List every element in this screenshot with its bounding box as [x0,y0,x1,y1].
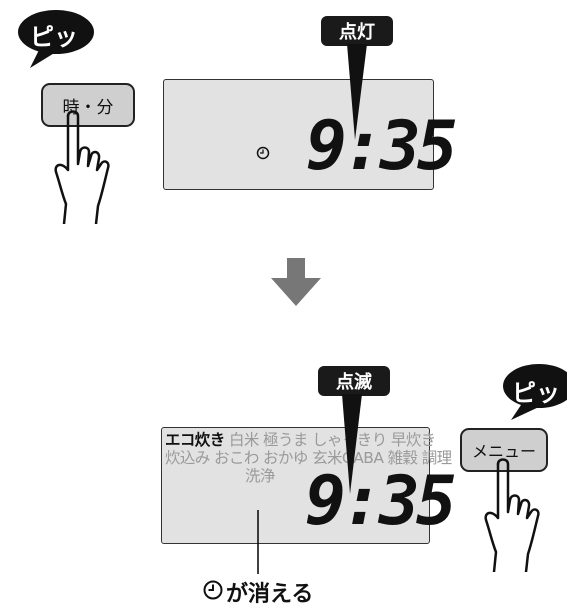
time-display-2: 9:35 [305,462,457,541]
down-arrow-icon [271,258,321,306]
pressing-hand-icon-2 [484,458,540,572]
lcd-display-2 [161,427,430,544]
status-tag-lit-text: 点灯 [339,22,375,43]
beep-bubble-1 [18,10,94,68]
tag-pointer-2 [342,394,362,494]
menu-mode-row-2: 炊込み おこわ おかゆ 玄米GABA 雑穀 調理 [165,449,452,467]
caption-leader-line [257,510,259,574]
time-display-1: 9:35 [306,107,458,186]
lcd-display-1 [163,79,434,190]
menu-button[interactable]: メニュー [460,428,548,472]
caption-text: が消える [226,582,314,607]
beep-bubble-2 [503,364,567,420]
status-tag-lit: 点灯 [321,16,393,46]
caption-clock-icon [203,580,223,600]
status-tag-blinking: 点滅 [318,366,390,396]
tag-pointer-1 [347,44,367,140]
mode-list-1: 白米 極うま しゃっきり 早炊き [228,431,436,449]
time-minute-button[interactable]: 時・分 [41,83,135,127]
mode-eco: エコ炊き [165,431,225,449]
status-tag-blinking-text: 点滅 [336,372,372,393]
clock-icon [256,146,270,160]
beep-text-1: ピッ [30,23,78,51]
pressing-hand-icon [54,110,110,224]
beep-text-2: ピッ [512,379,560,407]
menu-mode-row-1: エコ炊き 白米 極うま しゃっきり 早炊き [165,432,436,449]
menu-button-label: メニュー [471,442,536,461]
menu-mode-row-3: 洗浄 [245,467,275,485]
